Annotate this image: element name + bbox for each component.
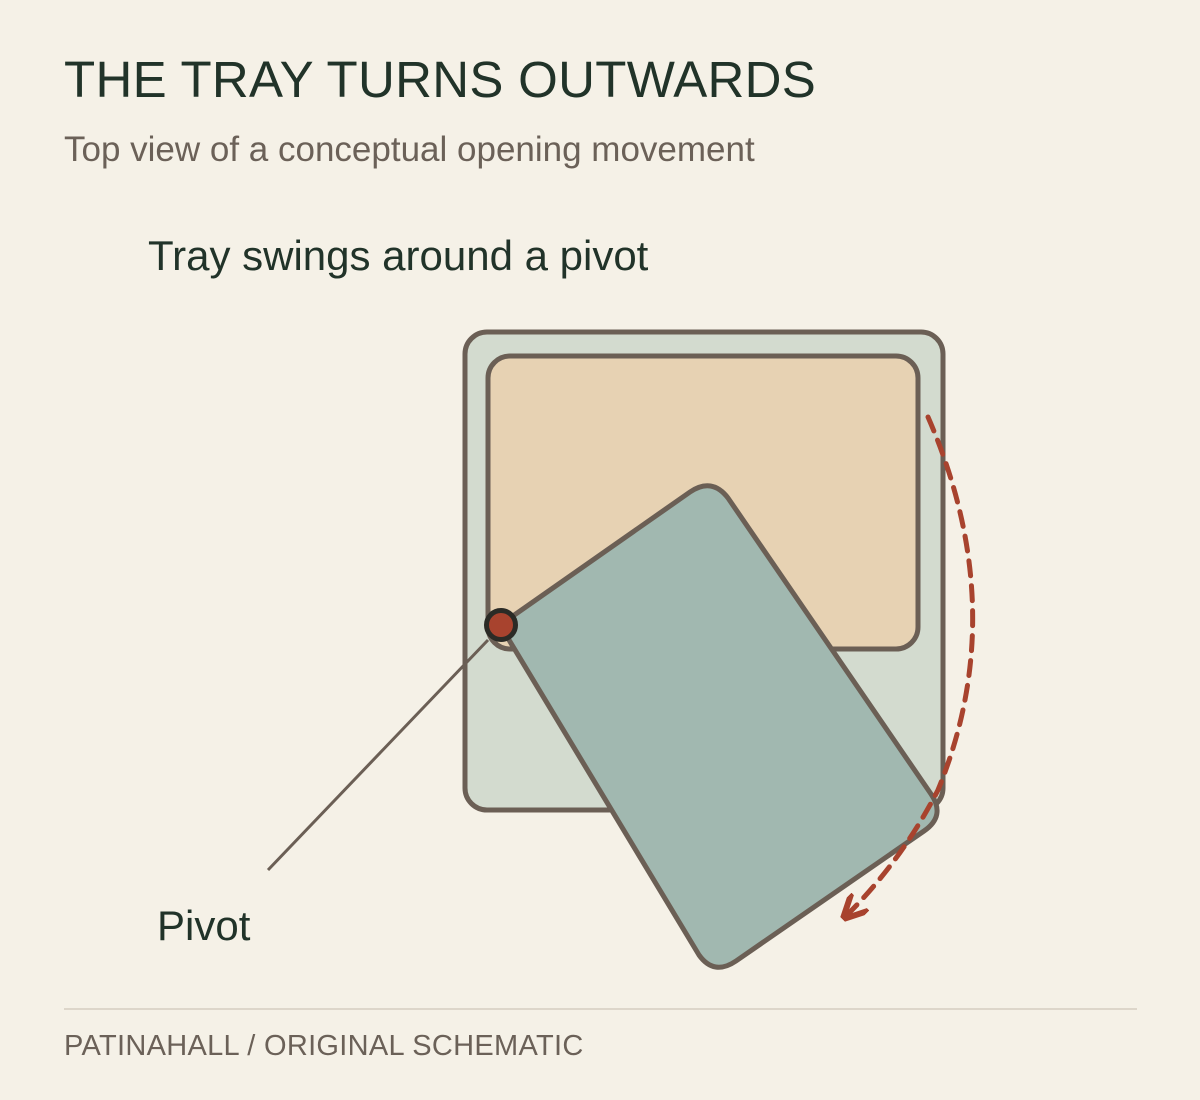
page-title: THE TRAY TURNS OUTWARDS bbox=[64, 51, 817, 108]
footer-divider bbox=[64, 1008, 1137, 1010]
footer-credit: PATINAHALL / ORIGINAL SCHEMATIC bbox=[64, 1030, 584, 1062]
pivot-leader-line bbox=[266, 638, 490, 872]
pivot-label: Pivot bbox=[157, 902, 251, 949]
swing-arrow bbox=[848, 414, 976, 914]
rotated-tray bbox=[497, 483, 940, 970]
page-subtitle: Top view of a conceptual opening movemen… bbox=[64, 130, 755, 169]
pivot-point bbox=[484, 608, 518, 642]
diagram-heading: Tray swings around a pivot bbox=[148, 232, 649, 279]
